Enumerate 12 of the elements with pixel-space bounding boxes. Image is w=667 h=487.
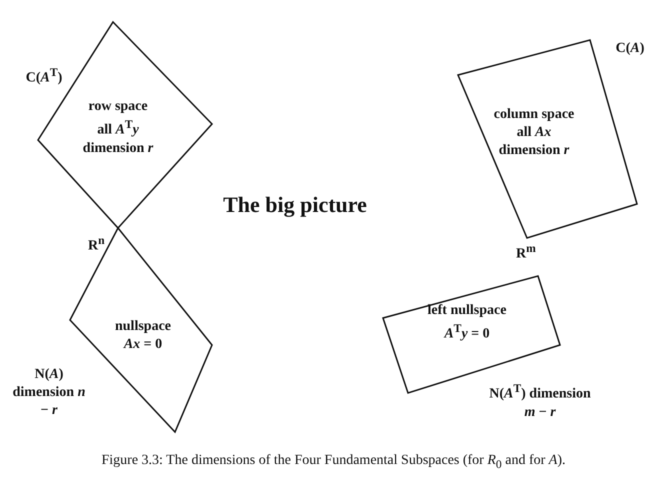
subspace-text: nullspace Ax = 0 (114, 318, 172, 354)
subspace-text: left nullspace A$^{T}$y = 0 (426, 302, 508, 344)
subspace-name: C(A$^{T}$) (24, 65, 64, 88)
subspace-text: row space all A$^{T}$y dimension r (82, 98, 154, 158)
space-label: R$^{n}$ (88, 233, 106, 256)
space-label: R$^{m}$ (516, 241, 537, 264)
subspace-name: N(A$^{T}$) dimension m − r (488, 381, 592, 422)
figure-caption: Figure 3.3: The dimensions of the Four Fundamental Subspaces (for R$_{0}$ and for A). (100, 452, 567, 473)
subspace-text: column space all Ax dimension r (492, 106, 576, 160)
subspace-name: N(A) dimension n − r (12, 366, 86, 420)
subspace-name: C(A) (614, 40, 646, 58)
diagram-title: The big picture (222, 192, 368, 218)
